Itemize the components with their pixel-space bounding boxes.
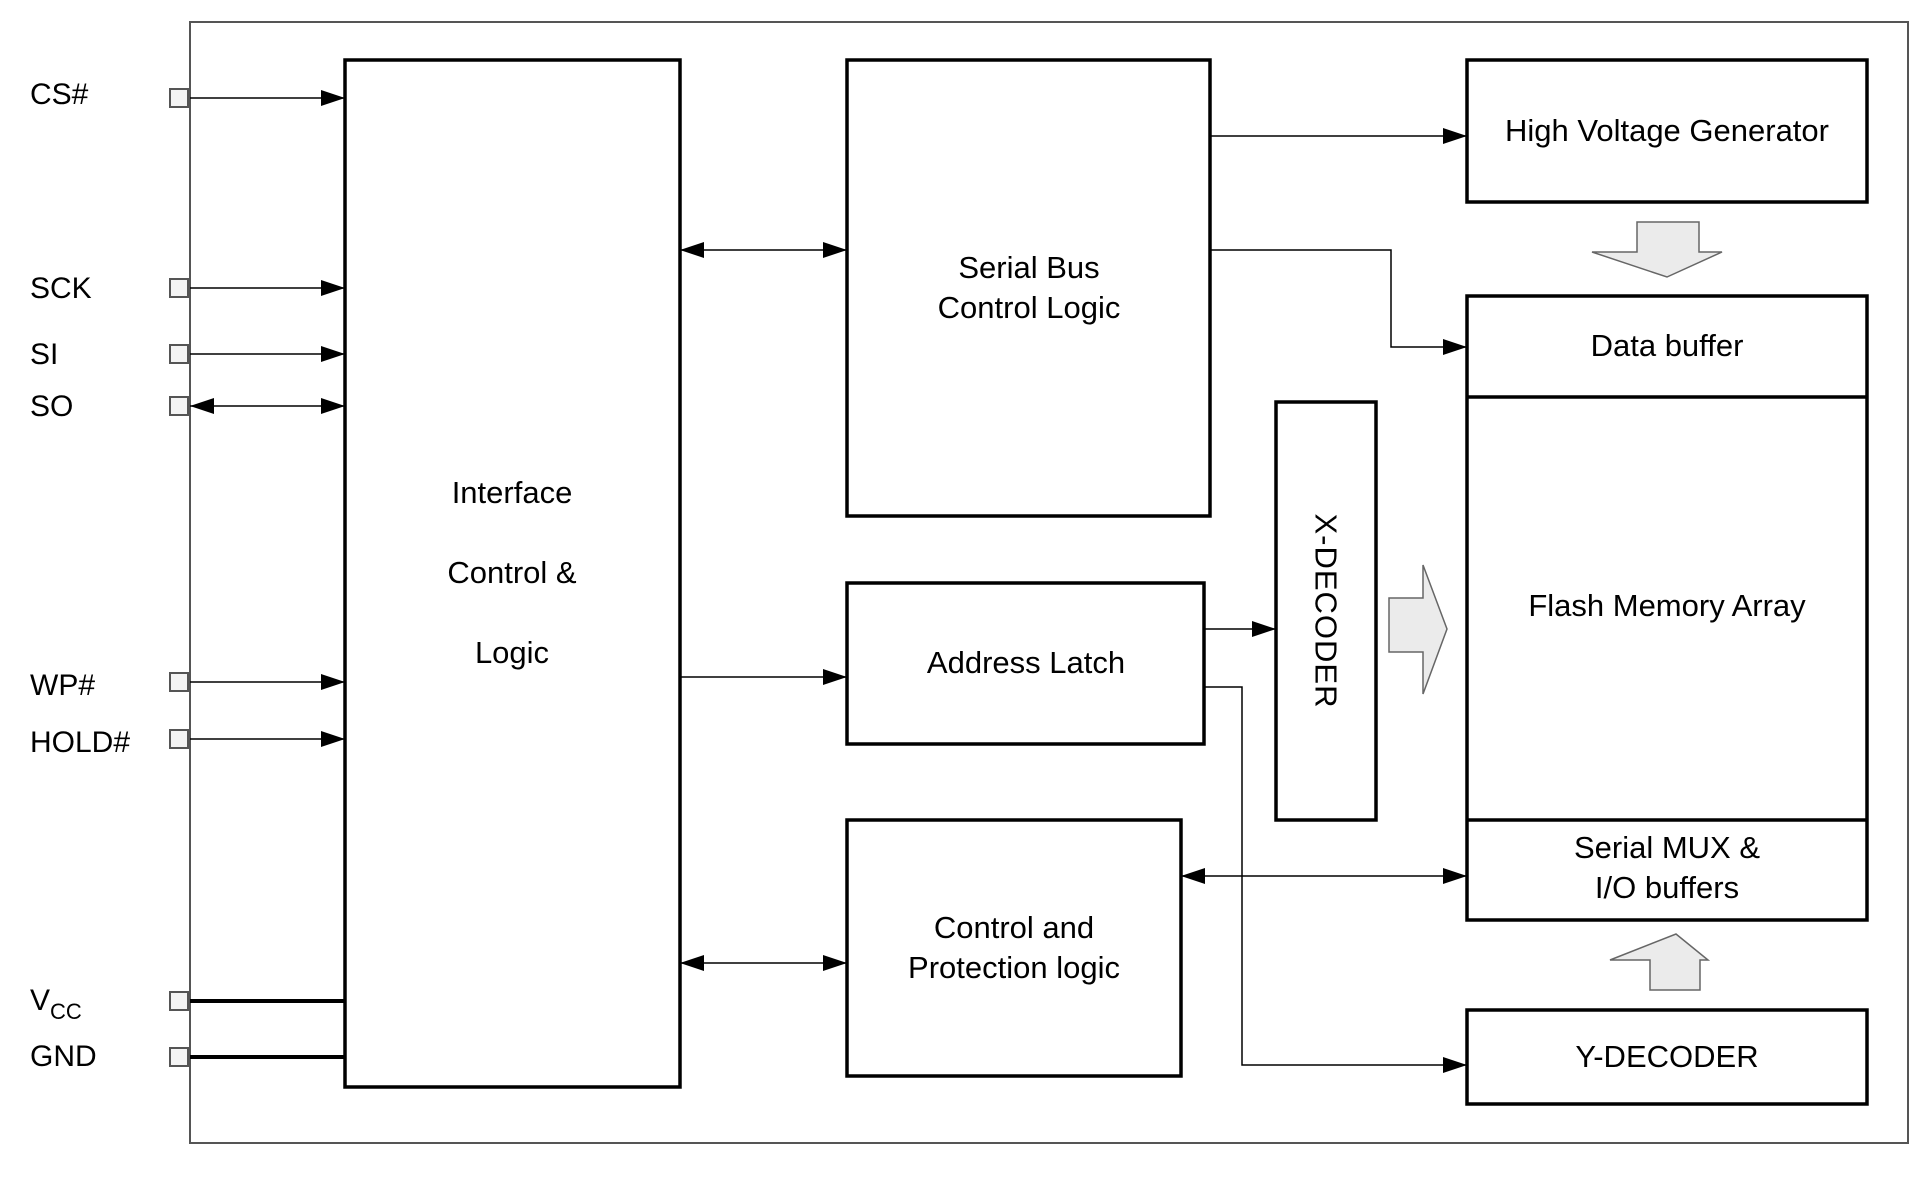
chip-outline xyxy=(189,21,1909,1144)
pin-pad xyxy=(169,991,189,1011)
interface-control-logic-block: Interface Control & Logic xyxy=(343,58,682,1089)
pin-wp: WP# xyxy=(30,669,345,702)
control-protection-label-line2: Protection logic xyxy=(908,950,1120,985)
pin-cs: CS# xyxy=(30,78,345,111)
pin-hold: HOLD# xyxy=(30,726,345,759)
high-voltage-generator-box xyxy=(1465,58,1869,204)
high-voltage-generator-block: High Voltage Generator xyxy=(1465,58,1869,204)
serial-bus-control-logic-block: Serial Bus Control Logic xyxy=(845,58,1212,518)
x-decoder-box xyxy=(1274,400,1378,822)
pin-pad xyxy=(169,729,189,749)
pin-label-vcc: VCC xyxy=(30,984,82,1024)
pin-pad xyxy=(169,88,189,108)
pin-pad xyxy=(169,396,189,416)
pin-pad xyxy=(169,278,189,298)
memory-array-group: Data buffer Flash Memory Array Serial MU… xyxy=(1465,294,1869,922)
pin-label-hold: HOLD# xyxy=(30,726,130,759)
pin-vcc: VCC xyxy=(30,984,345,1024)
pin-sck: SCK xyxy=(30,272,345,305)
vcc-main-text: V xyxy=(30,984,50,1017)
pin-label-cs: CS# xyxy=(30,78,89,111)
pin-label-wp: WP# xyxy=(30,669,95,702)
interface-control-logic-box xyxy=(343,58,682,1089)
control-protection-logic-block: Control and Protection logic xyxy=(845,818,1183,1078)
data-buffer-label: Data buffer xyxy=(1591,328,1744,363)
address-latch-block: Address Latch xyxy=(845,581,1206,746)
control-protection-logic-box xyxy=(845,818,1183,1078)
high-voltage-generator-label: High Voltage Generator xyxy=(1505,113,1829,148)
y-decoder-to-serial-mux-block-arrow xyxy=(1609,933,1711,991)
serial-bus-label-line2: Control Logic xyxy=(938,290,1121,325)
y-decoder-block: Y-DECODER xyxy=(1465,1008,1869,1106)
serial-mux-label-line1: Serial MUX & xyxy=(1574,830,1760,865)
high-voltage-to-data-buffer-block-arrow xyxy=(1591,221,1723,278)
vcc-subscript-text: CC xyxy=(50,999,82,1024)
pin-gnd: GND xyxy=(30,1040,345,1073)
x-decoder-label: X-DECODER xyxy=(1309,513,1344,708)
pin-pad xyxy=(169,672,189,692)
memory-array-outer-box xyxy=(1465,294,1869,922)
address-latch-box xyxy=(845,581,1206,746)
y-decoder-label: Y-DECODER xyxy=(1575,1039,1758,1074)
y-decoder-box xyxy=(1465,1008,1869,1106)
x-decoder-block: X-DECODER xyxy=(1274,400,1378,822)
pin-si: SI xyxy=(30,338,345,371)
serial-mux-label-line2: I/O buffers xyxy=(1595,870,1739,905)
interface-label-line1: Interface xyxy=(452,475,573,510)
pin-label-sck: SCK xyxy=(30,272,92,305)
pin-pad xyxy=(169,1047,189,1067)
address-latch-label: Address Latch xyxy=(927,645,1125,680)
pin-label-gnd: GND xyxy=(30,1040,97,1073)
x-decoder-to-flash-block-arrow xyxy=(1388,564,1448,695)
serialbus-to-data-buffer-arrow xyxy=(1210,249,1467,355)
pin-pad xyxy=(169,344,189,364)
serial-bus-label-line1: Serial Bus xyxy=(958,250,1099,285)
interface-label-line2: Control & xyxy=(447,555,577,590)
pin-label-si: SI xyxy=(30,338,58,371)
pin-so: SO xyxy=(30,390,345,423)
pin-label-so: SO xyxy=(30,390,73,423)
control-protection-label-line1: Control and xyxy=(934,910,1094,945)
serial-bus-control-logic-box xyxy=(845,58,1212,518)
interface-label-line3: Logic xyxy=(475,635,549,670)
flash-memory-array-label: Flash Memory Array xyxy=(1528,588,1806,623)
